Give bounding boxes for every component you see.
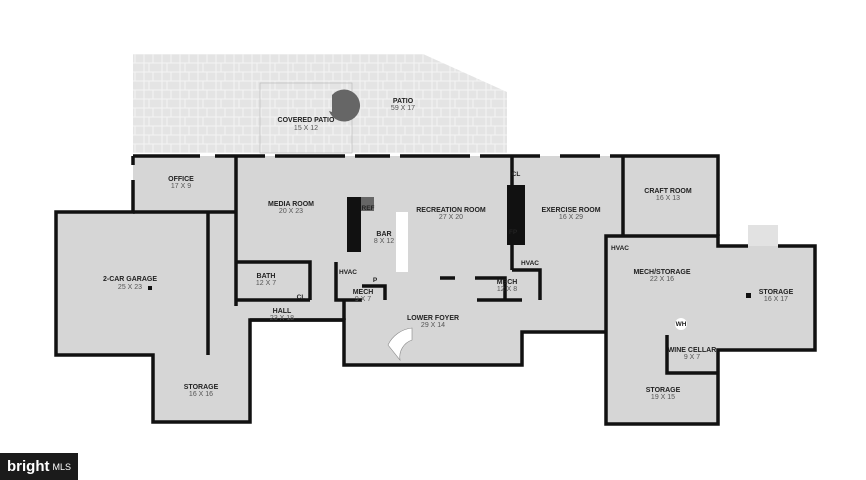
svg-text:STORAGE: STORAGE — [646, 387, 681, 394]
svg-text:19 X 15: 19 X 15 — [651, 394, 675, 401]
brightmls-logo: bright MLS — [0, 453, 78, 480]
pantry-tag: P — [373, 277, 378, 284]
svg-text:22 X 16: 22 X 16 — [650, 276, 674, 283]
bar-counter — [347, 197, 361, 252]
svg-text:OFFICE: OFFICE — [168, 176, 194, 183]
svg-text:HALL: HALL — [273, 308, 292, 315]
svg-text:59 X 17: 59 X 17 — [391, 105, 415, 112]
patio-area — [133, 54, 507, 153]
svg-text:16 X 17: 16 X 17 — [764, 296, 788, 303]
bar-island — [396, 212, 408, 272]
logo-suffix: MLS — [52, 461, 71, 472]
svg-text:LOWER FOYER: LOWER FOYER — [407, 315, 459, 322]
storage-post — [746, 293, 751, 298]
svg-text:STORAGE: STORAGE — [184, 384, 219, 391]
hvac-tag-mech-storage: HVAC — [611, 245, 629, 252]
svg-text:MECH: MECH — [353, 289, 374, 296]
hvac-tag-mech: HVAC — [521, 260, 539, 267]
svg-text:CRAFT ROOM: CRAFT ROOM — [644, 188, 692, 195]
svg-text:COVERED PATIO: COVERED PATIO — [278, 117, 335, 124]
svg-text:8 X 12: 8 X 12 — [374, 238, 394, 245]
floors — [56, 156, 815, 424]
svg-text:20 X 23: 20 X 23 — [279, 208, 303, 215]
svg-text:23 X 18: 23 X 18 — [270, 315, 294, 322]
ref-tag: REF — [362, 205, 375, 212]
svg-text:STORAGE: STORAGE — [759, 289, 794, 296]
svg-text:27 X 20: 27 X 20 — [439, 214, 463, 221]
ref-block — [361, 197, 374, 211]
garage-post — [148, 286, 152, 290]
fireplace-block — [507, 185, 525, 245]
svg-text:MECH: MECH — [497, 279, 518, 286]
water-heater-icon — [675, 318, 687, 330]
svg-text:16 X 16: 16 X 16 — [189, 391, 213, 398]
svg-text:BATH: BATH — [257, 273, 276, 280]
svg-text:17 X 9: 17 X 9 — [171, 183, 191, 190]
fireplace-tag: FP — [509, 229, 518, 236]
svg-text:12 X 7: 12 X 7 — [256, 280, 276, 287]
svg-text:9 X 7: 9 X 7 — [355, 296, 371, 303]
svg-text:RECREATION ROOM: RECREATION ROOM — [416, 207, 486, 214]
svg-text:MEDIA ROOM: MEDIA ROOM — [268, 201, 314, 208]
svg-text:12 X 8: 12 X 8 — [497, 286, 517, 293]
svg-text:29 X 14: 29 X 14 — [421, 322, 445, 329]
closet-tag-bath: CL — [297, 294, 306, 301]
svg-text:9 X 7: 9 X 7 — [684, 354, 700, 361]
svg-text:16 X 29: 16 X 29 — [559, 214, 583, 221]
svg-text:BAR: BAR — [376, 231, 391, 238]
svg-text:16 X 13: 16 X 13 — [656, 195, 680, 202]
svg-text:25 X 23: 25 X 23 — [118, 284, 142, 291]
svg-text:WINE CELLAR: WINE CELLAR — [668, 347, 717, 354]
svg-text:2-CAR GARAGE: 2-CAR GARAGE — [103, 276, 157, 283]
svg-text:PATIO: PATIO — [393, 98, 414, 105]
closet-tag-exercise: CL — [512, 171, 521, 178]
water-heater-tag: WH — [676, 321, 687, 328]
walls — [54, 154, 817, 426]
svg-text:15 X 12: 15 X 12 — [294, 125, 318, 132]
logo-brand: bright — [6, 458, 50, 475]
stairs-icon — [387, 327, 413, 362]
svg-text:MECH/STORAGE: MECH/STORAGE — [633, 269, 690, 276]
svg-text:EXERCISE ROOM: EXERCISE ROOM — [541, 207, 600, 214]
hvac-tag-bar: HVAC — [339, 269, 357, 276]
spiral-stair-icon — [329, 89, 361, 122]
